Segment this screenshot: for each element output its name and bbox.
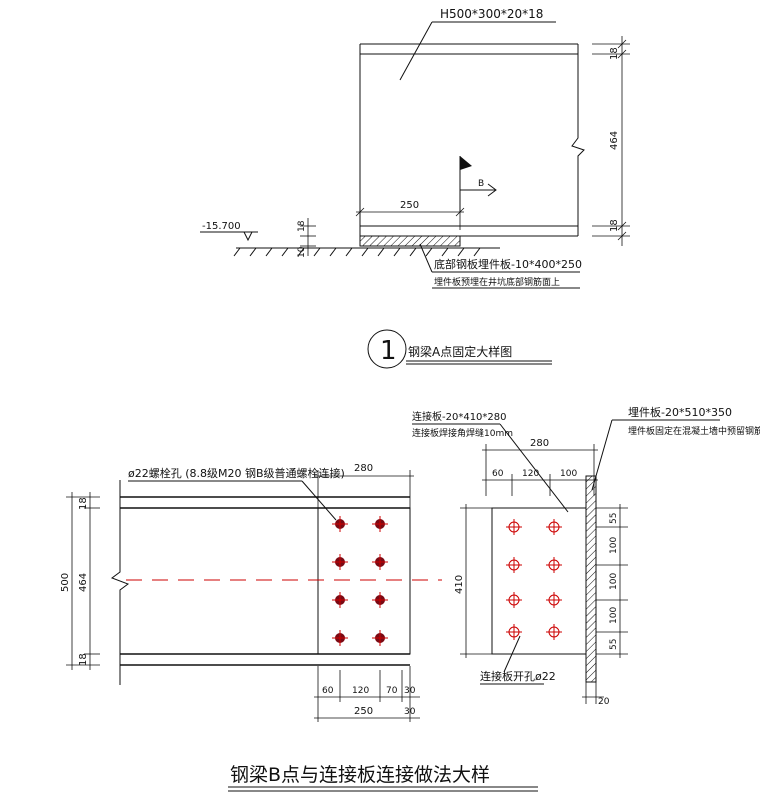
dim-b-total: 500 bbox=[60, 573, 71, 592]
dim-b-30: 30 bbox=[404, 707, 416, 717]
conn-plate-note-1: 连接板-20*410*280 bbox=[412, 410, 507, 423]
plate-note-1: 底部钢板埋件板-10*400*250 bbox=[434, 257, 582, 271]
embed-note-1: 埋件板-20*510*350 bbox=[628, 405, 732, 419]
dim-b-bottom-2: 120 bbox=[352, 686, 369, 696]
hole-note: 连接板开孔ø22 bbox=[480, 669, 556, 683]
dim-c-right-1: 55 bbox=[609, 513, 619, 524]
dim-c-right-5: 55 bbox=[609, 639, 619, 650]
embed-plate bbox=[359, 235, 461, 247]
detail-a: -15.700 18 10 18 464 18 250 B bbox=[200, 7, 630, 369]
dim-c-right-2: 100 bbox=[609, 537, 619, 554]
shear-plate bbox=[317, 507, 411, 655]
dim-c-top-2: 120 bbox=[522, 469, 539, 479]
detail-a-title: 钢梁A点固定大样图 bbox=[408, 344, 512, 359]
dim-web: 464 bbox=[609, 131, 620, 150]
dim-b-plate-width: 280 bbox=[354, 463, 373, 474]
detail-c: 280 60 120 100 410 55 100 100 100 55 20 … bbox=[412, 405, 760, 707]
dim-left-10: 10 bbox=[297, 246, 307, 258]
dim-c-top-1: 60 bbox=[492, 469, 504, 479]
dim-b-bottom-4: 30 bbox=[404, 686, 416, 696]
dim-b-web: 464 bbox=[78, 573, 89, 592]
dim-plate-length: 250 bbox=[400, 200, 419, 211]
dim-b-bottom-3: 70 bbox=[386, 686, 398, 696]
elevation-label: -15.700 bbox=[202, 221, 241, 232]
dim-b-flange-top: 18 bbox=[78, 497, 89, 510]
bolt-note: ø22螺栓孔 (8.8级M20 钢B级普通螺栓连接) bbox=[128, 466, 345, 480]
embed-note-2: 埋件板固定在混凝土墙中预留钢筋上 bbox=[628, 425, 760, 437]
detail-b: 18 464 500 18 280 ø22螺栓孔 (8.8级M20 钢B级普通螺… bbox=[60, 463, 442, 722]
section-label: H500*300*20*18 bbox=[440, 7, 543, 21]
conn-plate-note-2: 连接板焊接角焊缝10mm bbox=[412, 427, 513, 439]
section-mark-label: B bbox=[478, 179, 484, 189]
dim-c-right-3: 100 bbox=[609, 573, 619, 590]
dim-b-250: 250 bbox=[354, 706, 373, 717]
hole-group bbox=[506, 519, 562, 640]
section-flag bbox=[460, 156, 472, 170]
dim-flange-top: 18 bbox=[609, 47, 620, 60]
plate-note-2: 埋件板预埋在井坑底部钢筋面上 bbox=[434, 276, 560, 288]
dim-c-410: 410 bbox=[454, 575, 465, 594]
embed-plate-c bbox=[585, 475, 597, 683]
dim-c-280: 280 bbox=[530, 438, 549, 449]
dim-b-flange-bottom: 18 bbox=[78, 653, 89, 666]
dim-left-18: 18 bbox=[297, 220, 307, 232]
detail-a-number: 1 bbox=[380, 336, 397, 366]
bolt-group bbox=[332, 516, 388, 646]
main-title: 钢梁B点与连接板连接做法大样 bbox=[230, 764, 490, 786]
dim-c-20: 20 bbox=[598, 697, 610, 707]
dim-b-bottom-1: 60 bbox=[322, 686, 334, 696]
dim-flange-bottom: 18 bbox=[609, 219, 620, 232]
dim-c-right-4: 100 bbox=[609, 607, 619, 624]
dim-c-top-3: 100 bbox=[560, 469, 577, 479]
